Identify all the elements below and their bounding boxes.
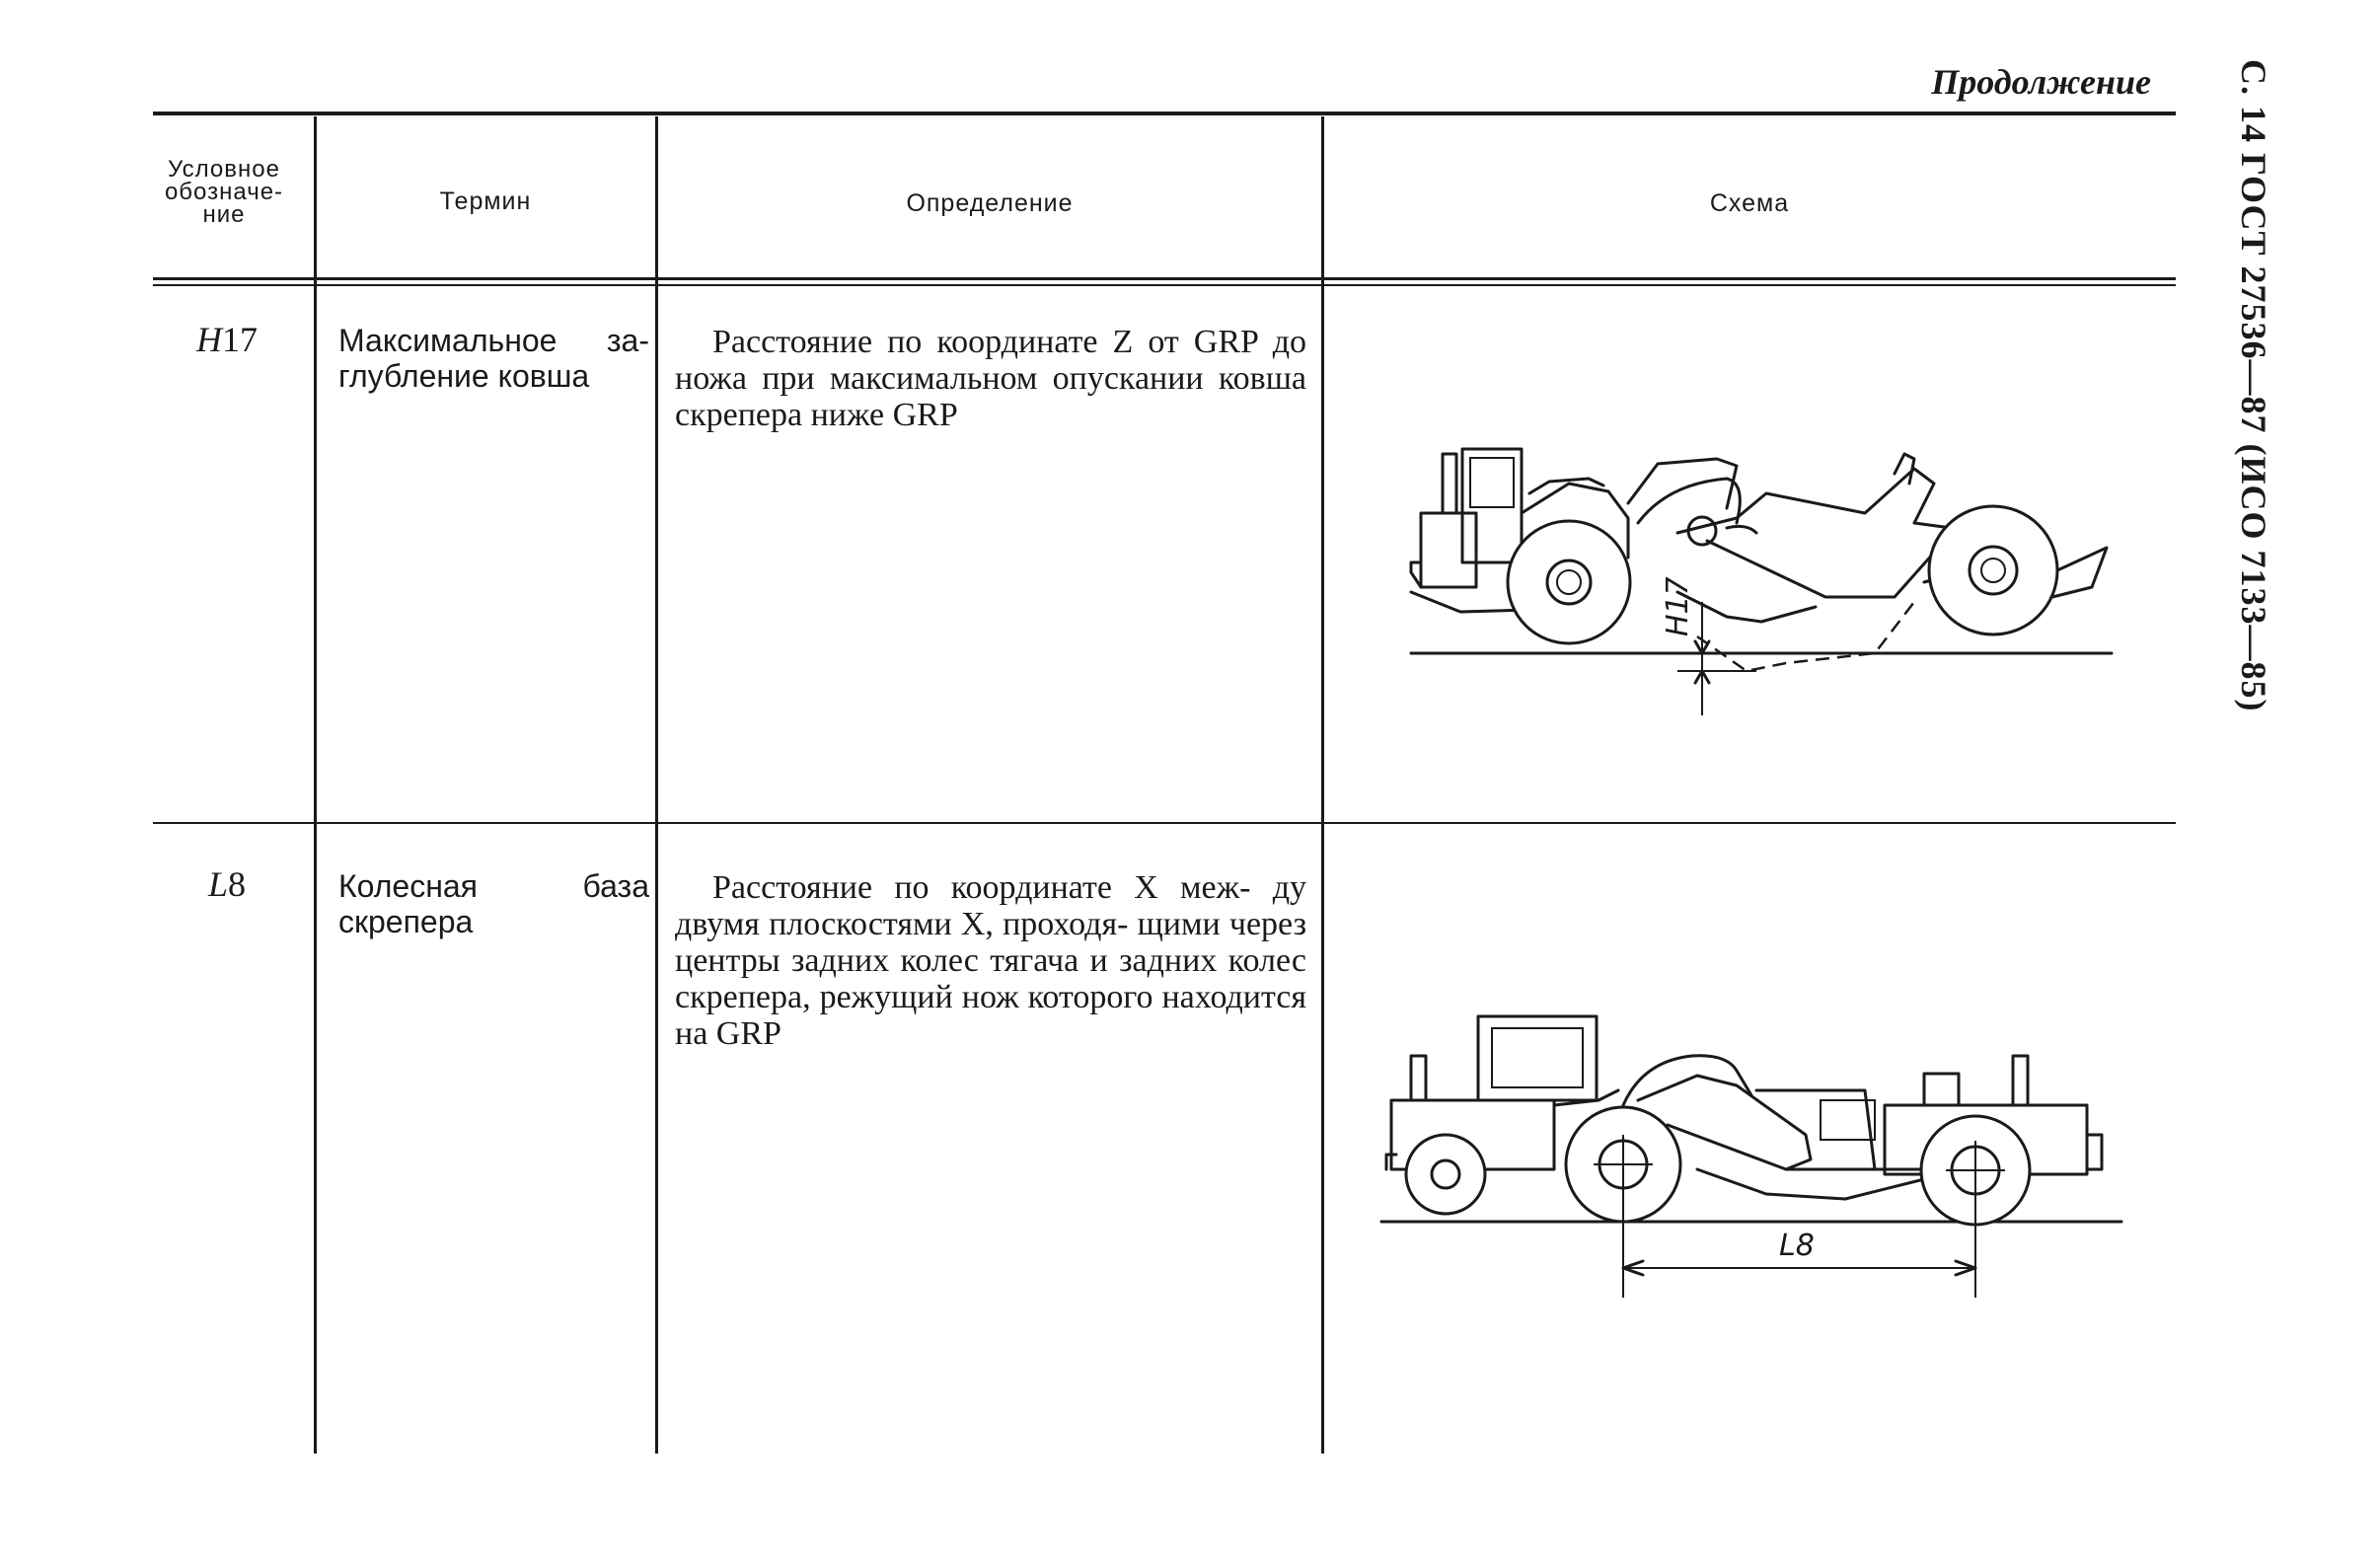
scraper-depth-diagram: H17	[1409, 447, 2114, 715]
continued-label: Продолжение	[1931, 62, 2151, 102]
row-2-symbol-number: 8	[228, 864, 247, 904]
h17-label: H17	[1661, 576, 1695, 636]
h17-dimension: H17	[1661, 576, 1756, 715]
row-2-definition: Расстояние по координате X меж- ду двумя…	[675, 869, 1306, 1052]
row-1-symbol-letter: H	[196, 320, 222, 359]
row-2-definition-text: Расстояние по координате X меж- ду двумя…	[675, 869, 1306, 1052]
scraper-bowl	[1626, 452, 1995, 624]
tractor-rear-wheel	[1506, 519, 1632, 645]
header-bottom-rule-2	[153, 284, 2176, 286]
column-divider-1	[314, 116, 317, 1454]
table-top-rule	[153, 112, 2176, 115]
rear-engine-unit	[1883, 1054, 2104, 1176]
scraper-wheelbase-diagram: L8	[1379, 1014, 2123, 1298]
front-tractor	[1384, 1014, 1620, 1216]
l8-label: L8	[1779, 1229, 1815, 1263]
row-2-term: Колесная база скрепера	[338, 868, 649, 939]
row-2-symbol-letter: L	[207, 864, 229, 904]
column-divider-2	[655, 116, 658, 1454]
row-1-definition-text: Расстояние по координате Z от GRP до нож…	[675, 324, 1306, 433]
row-1-definition: Расстояние по координате Z от GRP до нож…	[675, 324, 1306, 433]
tractor-unit	[1409, 447, 1630, 614]
l8-dimension: L8	[1621, 1194, 1977, 1298]
row-1-symbol: H17	[163, 319, 291, 360]
header-scheme: Схема	[1709, 189, 1790, 217]
row-1-symbol-number: 17	[222, 320, 258, 359]
header-definition: Определение	[906, 189, 1074, 217]
lowered-blade-dashed	[1696, 601, 1915, 673]
header-symbol: Условное обозначе- ние	[164, 156, 284, 228]
scraper-rear-wheel	[1927, 504, 2109, 636]
header-bottom-rule-1	[153, 277, 2176, 280]
side-page-header: С. 14 ГОСТ 27536—87 (ИСО 7133—85)	[2234, 59, 2273, 712]
scraper-bowl	[1621, 1054, 1966, 1201]
header-term: Термин	[439, 187, 532, 215]
column-divider-3	[1321, 116, 1324, 1454]
row-2-symbol: L8	[163, 863, 291, 905]
row-1-term: Максимальное за- глубление ковша	[338, 323, 649, 394]
row-separator	[153, 822, 2176, 824]
